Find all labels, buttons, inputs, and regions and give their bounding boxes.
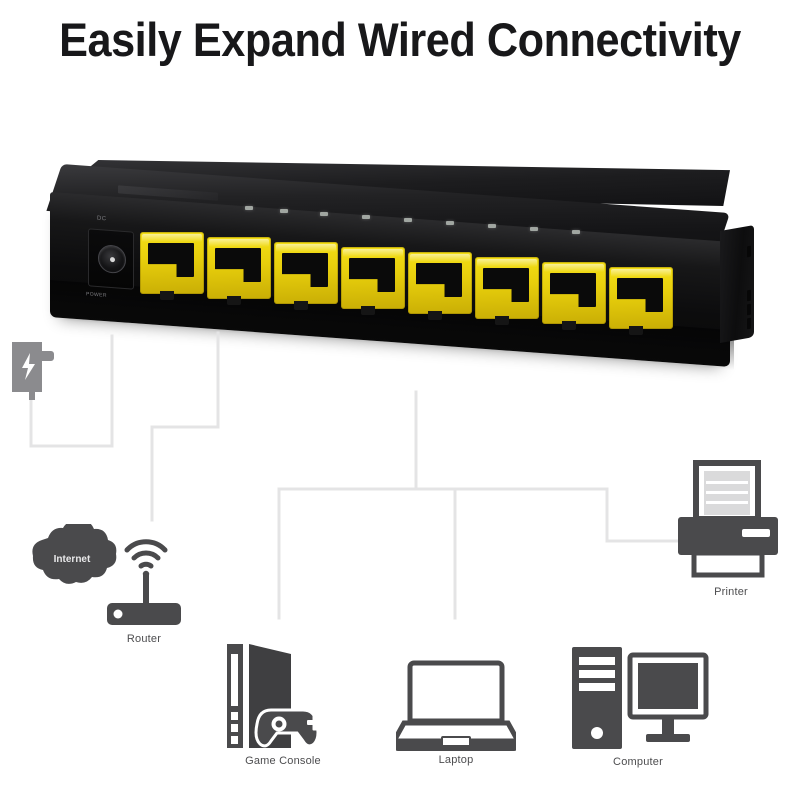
- line-router: [150, 331, 220, 522]
- router-label: Router: [126, 633, 162, 645]
- computer-label: Computer: [613, 756, 663, 768]
- node-laptop: Laptop: [396, 659, 516, 766]
- laptop-label: Laptop: [438, 754, 474, 766]
- rj45-port-3: [274, 242, 338, 310]
- game-console-label: Game Console: [245, 755, 321, 767]
- rj45-port-2: [207, 237, 271, 305]
- switch-power-pin: [110, 256, 115, 263]
- rj45-port-6: [475, 257, 539, 325]
- switch-led-8: [530, 227, 538, 231]
- switch-led-1: [245, 206, 253, 210]
- switch-led-5: [404, 218, 412, 222]
- rj45-port-7: [542, 262, 606, 330]
- switch-led-9: [572, 230, 580, 234]
- cloud-label: Internet: [54, 554, 91, 565]
- router-icon: [107, 539, 181, 625]
- cloud-icon: Internet: [32, 524, 117, 584]
- page-title: Easily Expand Wired Connectivity: [59, 13, 741, 66]
- rj45-port-1: [140, 232, 204, 300]
- rj45-port-5: [408, 252, 472, 320]
- node-router: Router: [105, 515, 201, 645]
- node-game-console: Game Console: [219, 640, 347, 767]
- switch-vent-3: [747, 303, 751, 316]
- printer-icon: [678, 460, 778, 578]
- node-internet: Internet: [24, 524, 120, 590]
- computer-icon: [572, 647, 709, 749]
- laptop-icon: [396, 660, 516, 751]
- switch-vent-2: [747, 289, 751, 302]
- switch-led-6: [446, 221, 454, 225]
- game-console-icon: [227, 644, 323, 748]
- switch-led-4: [362, 215, 370, 219]
- switch-power-jack: [98, 244, 126, 275]
- switch-led-2: [280, 209, 288, 213]
- node-printer: Printer: [676, 459, 786, 598]
- switch-vent-1: [747, 245, 751, 258]
- switch-led-7: [488, 224, 496, 228]
- node-computer: Computer: [566, 641, 710, 768]
- switch-vent-4: [747, 317, 751, 330]
- rj45-port-8: [609, 267, 673, 335]
- line-printer: [605, 487, 684, 543]
- node-power-adapter: [6, 336, 64, 402]
- switch-led-3: [320, 212, 328, 216]
- switch-dc-label: DC: [97, 215, 107, 223]
- printer-label: Printer: [714, 586, 748, 598]
- switch-power-jack-recess: [88, 228, 134, 290]
- power-adapter-icon: [12, 342, 54, 400]
- rj45-port-4: [341, 247, 405, 315]
- network-switch-image: DC POWER: [40, 150, 770, 371]
